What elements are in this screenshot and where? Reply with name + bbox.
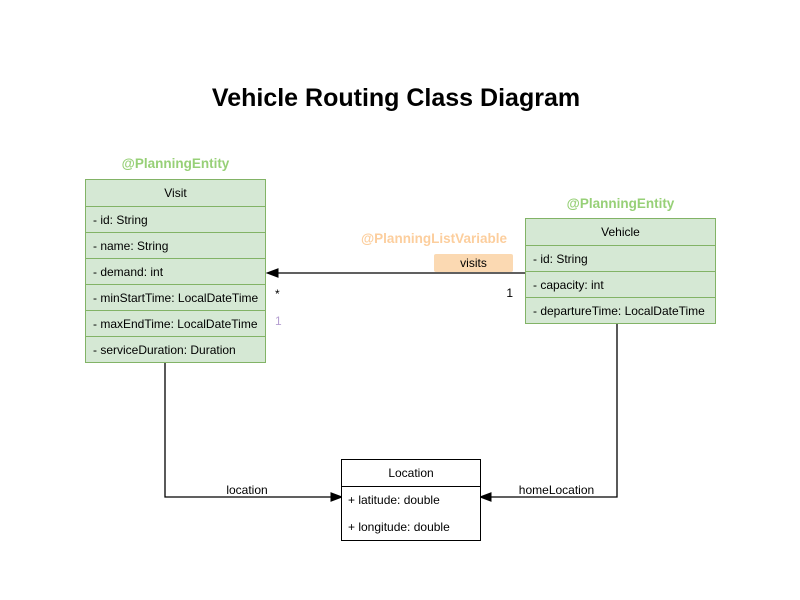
vehicle-class-box[interactable]: Vehicle - id: String - capacity: int - d… <box>525 218 716 324</box>
vehicle-planning-entity-annotation[interactable]: @PlanningEntity <box>566 196 675 211</box>
location-class-box[interactable]: Location + latitude: double + longitude:… <box>341 459 481 541</box>
visit-planning-entity-annotation[interactable]: @PlanningEntity <box>121 156 230 171</box>
visits-multiplicity-one[interactable]: 1 <box>506 286 513 300</box>
visit-class-box[interactable]: Visit - id: String - name: String - dema… <box>85 179 266 363</box>
visit-attribute-max-end-time[interactable]: - maxEndTime: LocalDateTime <box>86 310 265 336</box>
location-edge-label[interactable]: location <box>226 483 268 497</box>
visit-attribute-service-duration[interactable]: - serviceDuration: Duration <box>86 336 265 362</box>
vehicle-attribute-departure-time[interactable]: - departureTime: LocalDateTime <box>526 297 715 323</box>
visit-attribute-min-start-time[interactable]: - minStartTime: LocalDateTime <box>86 284 265 310</box>
visits-edge-label[interactable]: visits <box>434 254 513 272</box>
vehicle-attribute-capacity[interactable]: - capacity: int <box>526 271 715 297</box>
edge-location[interactable] <box>164 361 344 502</box>
vehicle-attribute-id[interactable]: - id: String <box>526 245 715 271</box>
visit-class-name[interactable]: Visit <box>164 186 187 200</box>
location-attributes[interactable]: + latitude: double + longitude: double <box>342 486 480 540</box>
visit-attribute-name[interactable]: - name: String <box>86 232 265 258</box>
visit-attribute-id[interactable]: - id: String <box>86 206 265 232</box>
visit-attribute-demand[interactable]: - demand: int <box>86 258 265 284</box>
vehicle-class-name[interactable]: Vehicle <box>601 225 640 239</box>
visits-multiplicity-star[interactable]: * <box>275 287 280 301</box>
extra-multiplicity-one[interactable]: 1 <box>275 314 282 328</box>
edge-home-location[interactable] <box>478 322 618 502</box>
diagram-title: Vehicle Routing Class Diagram <box>211 84 581 112</box>
location-attribute-longitude: + longitude: double <box>348 519 450 534</box>
home-location-edge-label[interactable]: homeLocation <box>518 483 595 497</box>
planning-list-variable-annotation[interactable]: @PlanningListVariable <box>361 231 507 246</box>
location-attribute-latitude: + latitude: double <box>348 493 440 508</box>
location-class-name[interactable]: Location <box>388 466 434 480</box>
